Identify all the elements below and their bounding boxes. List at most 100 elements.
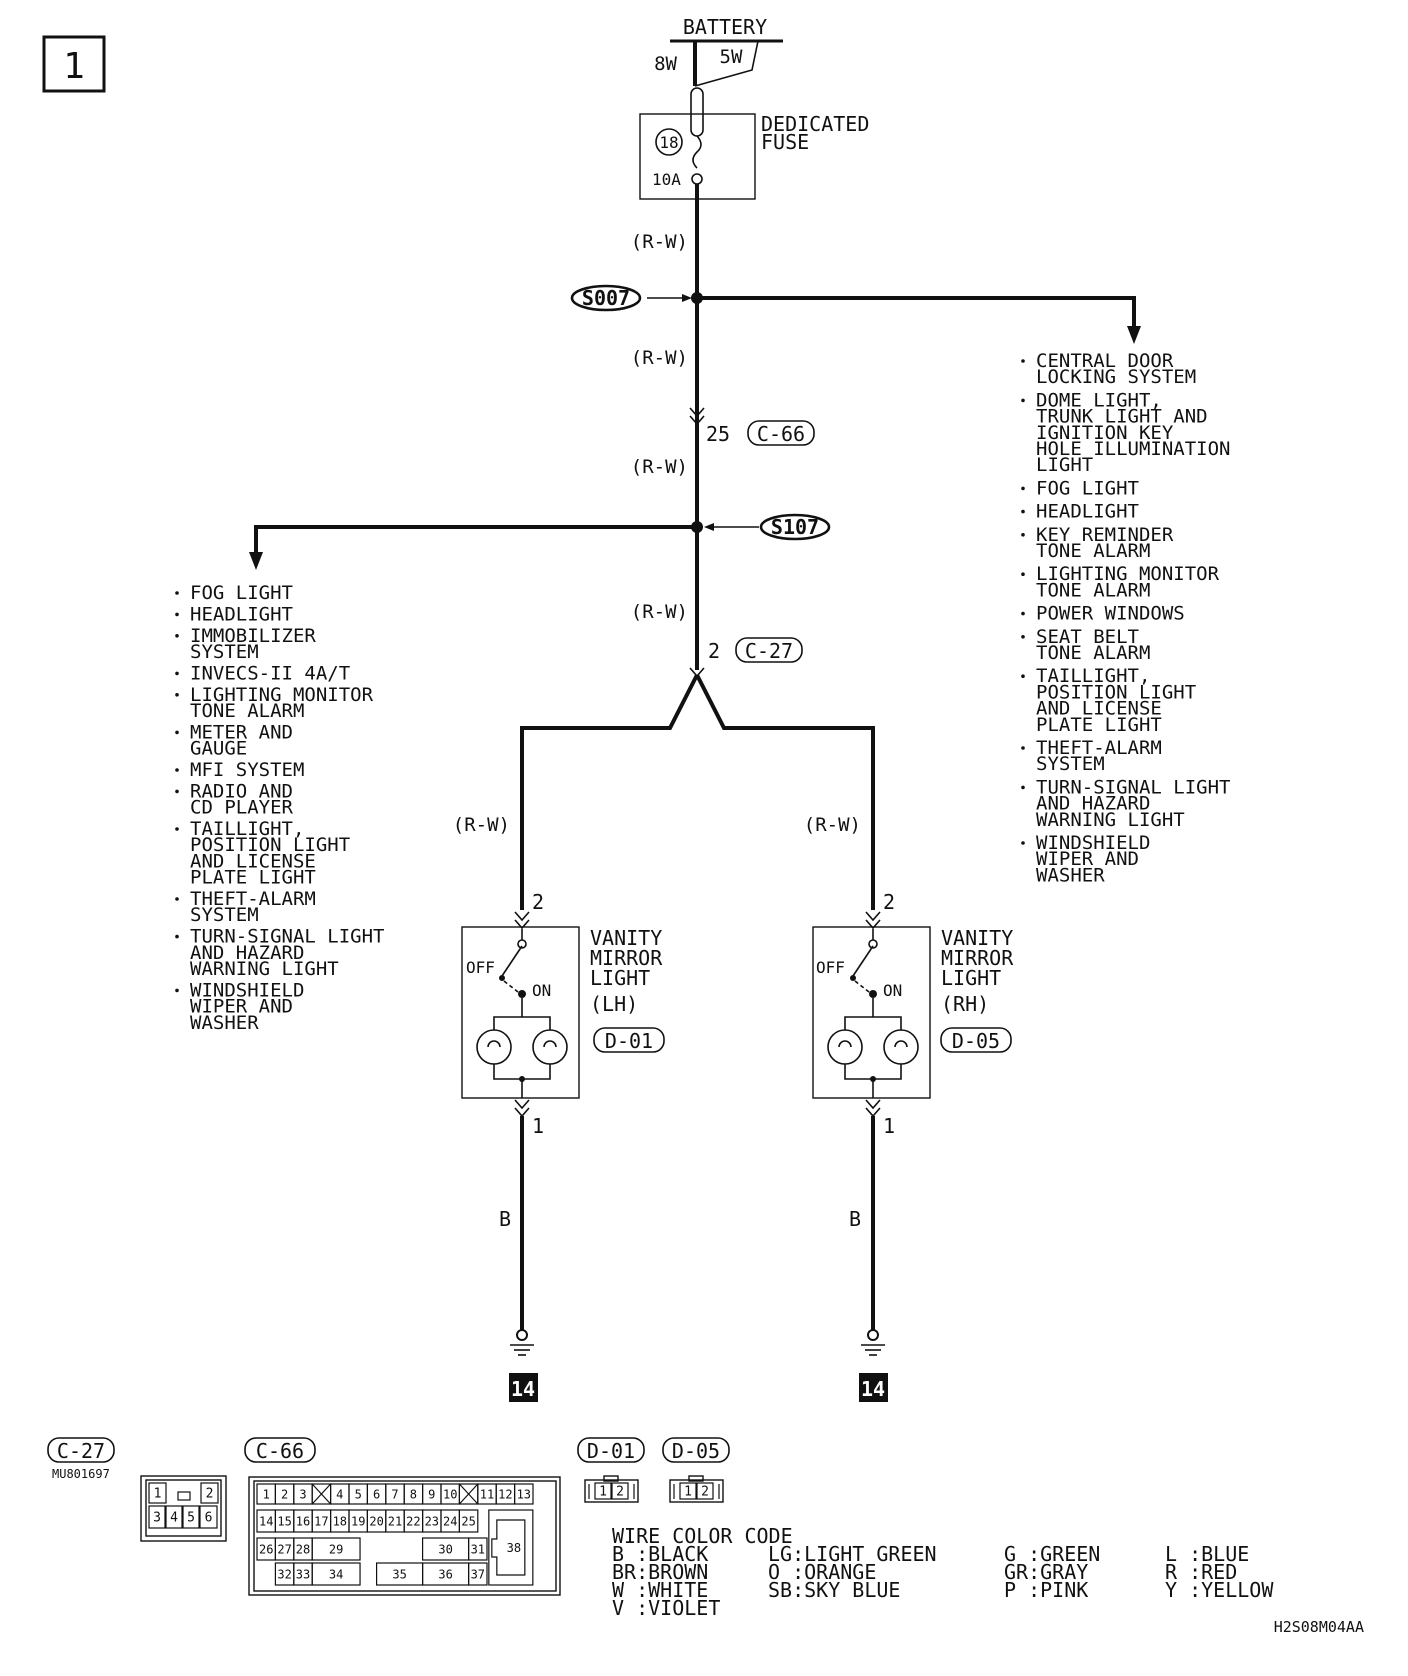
connector-pin-number: 2 bbox=[616, 1485, 624, 1500]
connector-pin: 13 bbox=[513, 1483, 534, 1505]
connector-pin-number: 27 bbox=[277, 1542, 291, 1556]
connector-pin: 6 bbox=[366, 1483, 387, 1505]
connector-view-c27-label: C-27 bbox=[57, 1439, 105, 1463]
right-branch-item-line: SEAT BELT bbox=[1036, 626, 1139, 648]
right-branch-item-line: AND LICENSE bbox=[1036, 698, 1162, 720]
connector-pin-number: 31 bbox=[471, 1542, 485, 1556]
right-branch-item-line: WIPER AND bbox=[1036, 848, 1139, 870]
connector-pin: 21 bbox=[385, 1509, 405, 1533]
connector-pin: 4 bbox=[330, 1483, 350, 1505]
left-branch-item-line: PLATE LIGHT bbox=[190, 867, 316, 889]
fuse-label-line2: FUSE bbox=[761, 130, 809, 154]
connector-pin: 2 bbox=[696, 1482, 714, 1500]
connector-pin-number: 7 bbox=[391, 1487, 398, 1501]
connector-pin: 27 bbox=[274, 1537, 295, 1561]
connector-pin-number: 37 bbox=[471, 1567, 485, 1581]
connector-pin: 16 bbox=[293, 1509, 313, 1533]
connector-pin: 37 bbox=[468, 1562, 488, 1586]
connector-c27-inline: 2 C-27 bbox=[689, 637, 803, 678]
ground-rh: 14 bbox=[859, 1329, 888, 1402]
right-branch-item-line: CENTRAL DOOR bbox=[1036, 350, 1174, 372]
connector-pin-number: 4 bbox=[336, 1487, 343, 1501]
ground-rh-number: 14 bbox=[861, 1377, 885, 1401]
fuse-number: 18 bbox=[659, 133, 678, 152]
left-branch-item-line: RADIO AND bbox=[190, 780, 293, 802]
left-branch-item-line: TAILLIGHT, bbox=[190, 818, 304, 840]
vanity-rh-switch-off: OFF bbox=[816, 958, 845, 977]
wire-b-rh: B bbox=[849, 1207, 861, 1231]
left-branch-item-line: AND LICENSE bbox=[190, 850, 316, 872]
vanity-lh-switch-off: OFF bbox=[466, 958, 495, 977]
connector-c66-pin: 25 bbox=[706, 422, 730, 446]
vanity-rh-connector: D-05 bbox=[952, 1029, 1000, 1053]
connector-pin: 25 bbox=[458, 1509, 479, 1533]
left-branch-item-line: TONE ALARM bbox=[190, 700, 304, 722]
left-branch-item-line: GAUGE bbox=[190, 738, 247, 760]
connector-pin: 14 bbox=[256, 1509, 276, 1533]
connector-pin-number: 10 bbox=[443, 1487, 457, 1501]
connector-pin: 12 bbox=[495, 1483, 516, 1505]
left-branch-item-line: MFI SYSTEM bbox=[190, 759, 304, 781]
wire-color-code-entry: GR:GRAY bbox=[1004, 1560, 1088, 1584]
left-branch-item-line: LIGHTING MONITOR bbox=[190, 684, 374, 706]
connector-pin: 26 bbox=[256, 1537, 276, 1561]
right-branch-item-line: HOLE ILLUMINATION bbox=[1036, 438, 1230, 460]
connector-pin: 32 bbox=[274, 1562, 295, 1586]
vanity-lh-label-line3: LIGHT bbox=[590, 966, 650, 990]
connector-pin-number: 25 bbox=[461, 1514, 475, 1528]
wire-color-code-entry: L :BLUE bbox=[1165, 1542, 1249, 1566]
left-branch-item-line: CD PLAYER bbox=[190, 797, 294, 819]
left-branch-item-line: TURN-SIGNAL LIGHT bbox=[190, 926, 384, 948]
connector-pin-number: 30 bbox=[438, 1542, 452, 1556]
right-branch-item-line: WASHER bbox=[1036, 864, 1105, 886]
left-branch-item-line: SYSTEM bbox=[190, 641, 259, 663]
right-branch-item-line: TAILLIGHT, bbox=[1036, 665, 1150, 687]
connector-c66-label: C-66 bbox=[757, 422, 805, 446]
connector-pin-number: 18 bbox=[333, 1514, 347, 1528]
connector-pin: 29 bbox=[311, 1537, 361, 1561]
connector-pin: 33 bbox=[293, 1562, 313, 1586]
connector-pin-number: 28 bbox=[296, 1542, 310, 1556]
connector-view-c66-label: C-66 bbox=[256, 1439, 304, 1463]
left-branch-item: MFI SYSTEM bbox=[175, 759, 304, 781]
connector-pin-number: 5 bbox=[355, 1487, 362, 1501]
connector-pin: 1 bbox=[148, 1482, 167, 1504]
wire-color-code-entry: SB:SKY BLUE bbox=[768, 1578, 900, 1602]
connector-pin-number: 8 bbox=[410, 1487, 417, 1501]
connector-pin: 1 bbox=[594, 1482, 612, 1500]
right-branch-item: HEADLIGHT bbox=[1021, 501, 1139, 523]
right-branch-item-line: TONE ALARM bbox=[1036, 579, 1150, 601]
right-branch-item-line: POSITION LIGHT bbox=[1036, 681, 1196, 703]
connector-pin: 4 bbox=[165, 1505, 183, 1529]
connector-pin: 3 bbox=[293, 1483, 313, 1505]
vanity-lh-pin-bottom: 1 bbox=[532, 1114, 544, 1138]
connector-pin-number: 13 bbox=[517, 1487, 531, 1501]
vanity-mirror-light-rh: 2 OFF ON VANITY MIRROR LIGHT (RH) D-05 1 bbox=[812, 890, 1014, 1138]
connector-pin: 30 bbox=[422, 1537, 470, 1561]
connector-pin: 10 bbox=[440, 1483, 460, 1505]
right-branch-item-line: DOME LIGHT, bbox=[1036, 389, 1162, 411]
wire-rw-4: (R-W) bbox=[631, 601, 688, 623]
wire-color-code-entry: O :ORANGE bbox=[768, 1560, 876, 1584]
battery: BATTERY 8W 5W bbox=[654, 15, 783, 87]
connector-pin: 2 bbox=[274, 1483, 295, 1505]
vanity-rh-side: (RH) bbox=[941, 992, 989, 1016]
left-branch-item-line: THEFT-ALARM bbox=[190, 888, 316, 910]
wire-color-code-entry: P :PINK bbox=[1004, 1578, 1088, 1602]
wire-rw-2: (R-W) bbox=[631, 347, 688, 369]
connector-pin: 28 bbox=[293, 1537, 313, 1561]
right-branch-item: FOG LIGHT bbox=[1021, 477, 1139, 499]
vanity-rh-label-line2: MIRROR bbox=[941, 946, 1014, 970]
